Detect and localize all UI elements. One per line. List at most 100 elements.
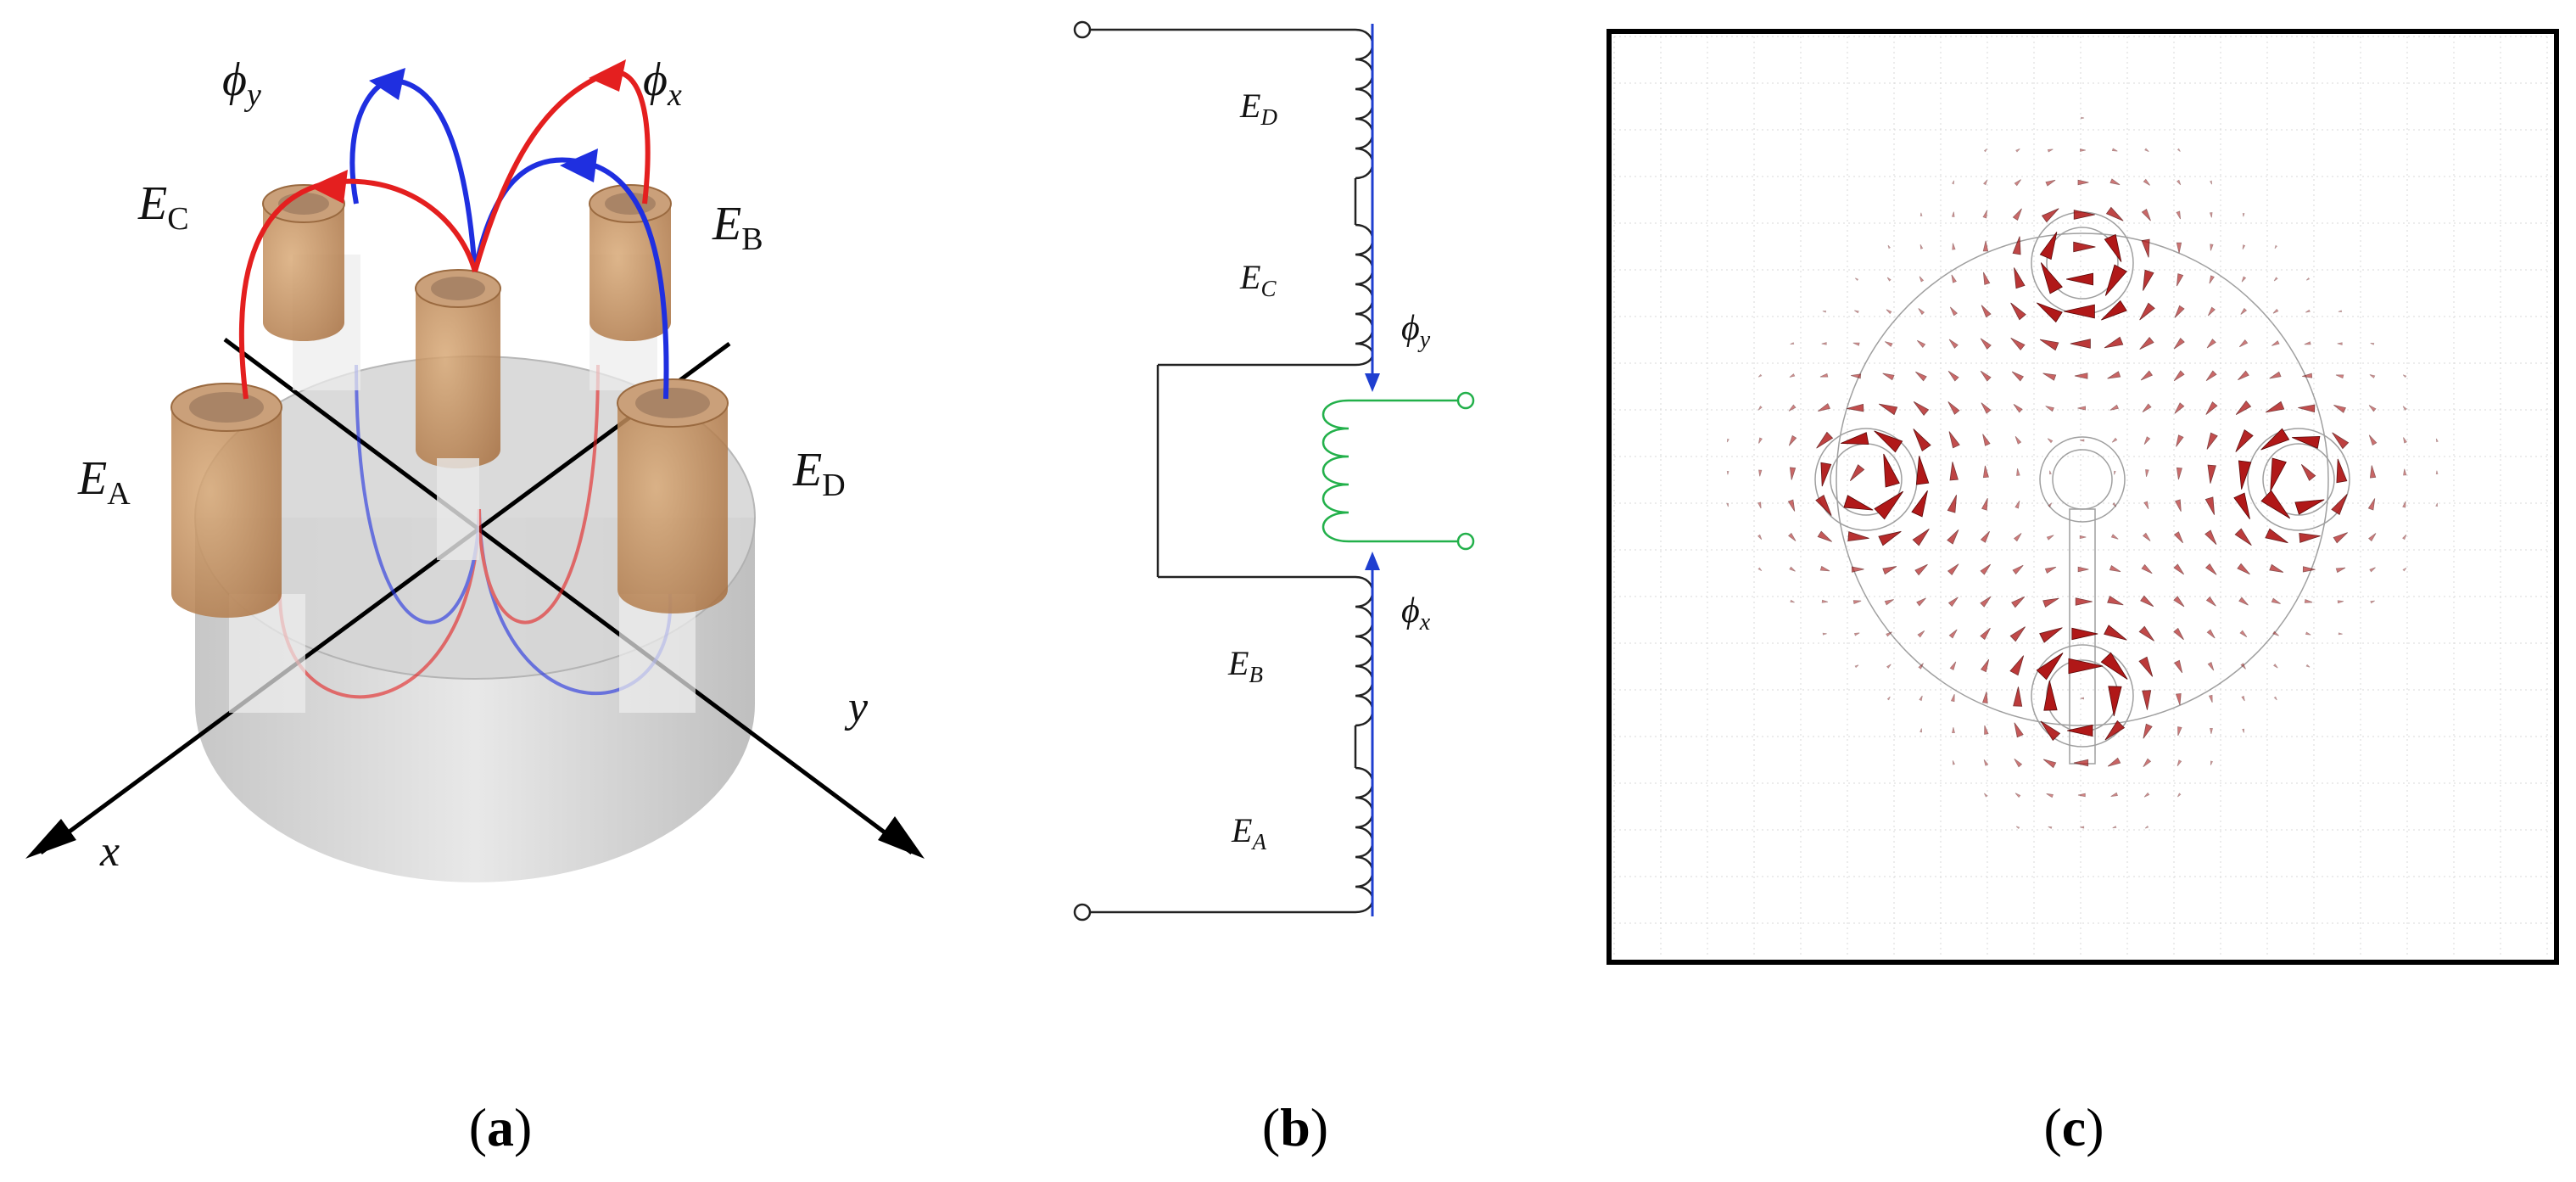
coil-c-pillar <box>262 184 360 390</box>
field-arrow <box>2210 180 2213 185</box>
field-arrow <box>2014 758 2023 768</box>
field-arrow <box>2332 432 2350 450</box>
field-arrow <box>2111 148 2118 152</box>
field-arrow <box>2269 563 2284 573</box>
field-arrow <box>2304 341 2311 345</box>
field-arrow <box>1815 494 1832 516</box>
flux-y-arrow-b <box>1365 373 1380 392</box>
field-arrow <box>2368 405 2377 412</box>
panel-b-circuit: ED EC EB EA ϕy ϕx <box>1073 20 1475 922</box>
field-arrow <box>1816 431 1834 449</box>
field-arrow <box>2435 438 2439 443</box>
field-arrow <box>2337 342 2343 345</box>
flux-y-label-b: ϕy <box>1401 309 1431 353</box>
caption-a: (a) <box>469 1097 533 1157</box>
terminal-top <box>1073 20 1092 39</box>
field-arrow <box>2141 208 2151 221</box>
field-arrow <box>2233 492 2250 519</box>
field-arrow <box>2370 343 2375 345</box>
field-arrow <box>1980 370 1992 382</box>
flux-x-label-b: ϕx <box>1401 591 1431 636</box>
field-arrow <box>1886 664 1891 669</box>
axis-x-arrowhead <box>25 819 76 859</box>
field-arrow <box>2138 625 2154 641</box>
field-arrow <box>2369 567 2376 573</box>
field-arrow <box>2143 269 2154 291</box>
field-arrow <box>2335 374 2344 379</box>
field-arrow <box>1726 502 1729 507</box>
field-arrow <box>2176 759 2182 766</box>
field-arrow <box>2333 405 2346 413</box>
field-arrow <box>1757 567 1763 572</box>
field-arrow <box>2039 339 2059 351</box>
field-arrow <box>2333 532 2348 544</box>
field-arrow <box>2139 336 2154 350</box>
field-arrow <box>2107 757 2121 767</box>
field-arrow <box>2010 302 2026 321</box>
field-arrow <box>1984 793 1988 798</box>
field-arrow <box>2068 658 2104 675</box>
field-arrow <box>2205 370 2217 382</box>
field-arrow <box>2338 632 2343 636</box>
field-arrow <box>2047 148 2054 153</box>
field-arrow <box>2265 528 2288 544</box>
field-arrow <box>2242 728 2245 733</box>
coil-c-label-a: EC <box>137 177 189 237</box>
field-arrow <box>1882 373 1895 381</box>
field-arrow <box>2369 374 2376 378</box>
field-arrow <box>1981 402 1992 414</box>
field-arrow <box>2015 826 2020 830</box>
field-arrow <box>1887 244 1891 249</box>
field-arrow <box>1949 306 1958 317</box>
field-arrow <box>2011 596 2026 608</box>
coil-center-pillar <box>415 269 501 560</box>
field-arrow <box>1886 696 1891 701</box>
field-arrow <box>1947 597 1959 608</box>
secondary-terminal-top <box>1456 391 1475 410</box>
field-arrow <box>1980 596 1992 608</box>
field-arrow <box>2272 630 2279 636</box>
field-arrow <box>2080 697 2084 700</box>
field-arrow <box>1886 309 1892 315</box>
field-arrow <box>2013 686 2023 707</box>
field-arrow <box>2176 273 2184 287</box>
field-arrow <box>1980 530 1990 543</box>
field-arrow <box>1843 495 1874 511</box>
field-arrow <box>1982 434 1991 446</box>
coil-b-label-a: EB <box>712 198 763 257</box>
field-arrow <box>2142 690 2152 710</box>
field-arrow <box>2403 437 2407 444</box>
field-arrow <box>2331 494 2348 516</box>
field-arrow <box>2265 401 2285 413</box>
field-arrow <box>2207 464 2216 484</box>
field-arrow <box>1878 530 1902 546</box>
field-arrow <box>1852 342 1860 346</box>
field-arrow <box>1950 694 1955 703</box>
field-arrow <box>1886 631 1892 637</box>
field-arrow <box>2241 276 2247 283</box>
field-arrow <box>2039 627 2063 643</box>
field-arrow <box>2260 490 2291 519</box>
field-arrow <box>1947 401 1960 415</box>
field-arrow <box>2208 694 2213 703</box>
field-arrow <box>2370 600 2375 604</box>
field-arrow <box>2077 406 2086 411</box>
field-arrow <box>2294 499 2325 515</box>
field-arrow <box>2173 338 2185 350</box>
field-arrow <box>2012 208 2022 221</box>
coil-d-label-a: ED <box>792 444 846 503</box>
field-arrow <box>2046 535 2054 541</box>
field-arrow <box>2036 653 2064 681</box>
field-arrow <box>2109 564 2121 573</box>
field-arrow <box>1878 403 1898 416</box>
field-arrow <box>1982 465 1989 479</box>
field-arrow <box>2140 595 2154 608</box>
field-arrow <box>2104 264 2127 296</box>
field-arrow <box>1789 373 1796 378</box>
field-arrow <box>2013 533 2022 542</box>
field-arrow <box>1951 274 1957 283</box>
field-arrow <box>1882 566 1897 575</box>
field-arrow <box>2014 179 2021 187</box>
field-arrow <box>1919 276 1925 283</box>
field-arrow <box>2302 566 2316 573</box>
